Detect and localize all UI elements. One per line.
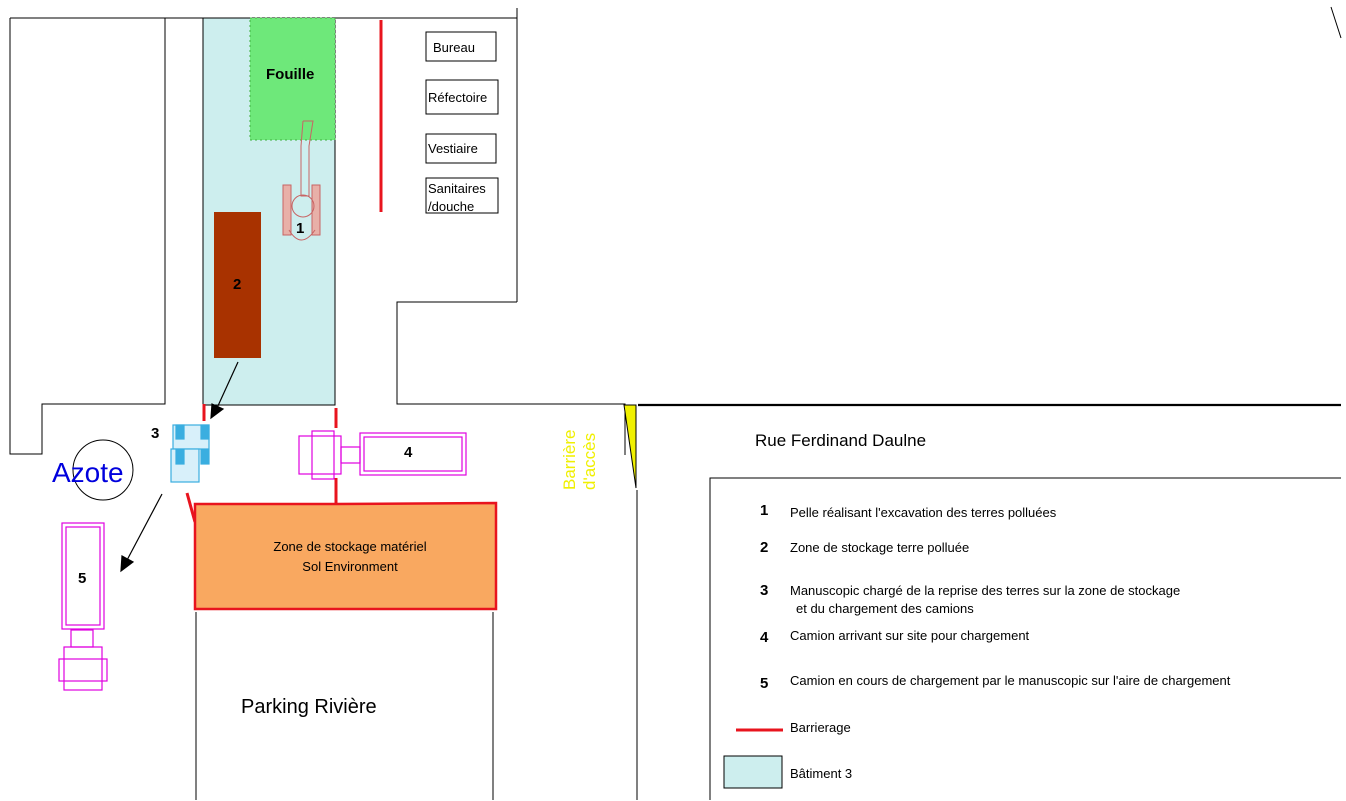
storage-zone-label-1: Zone de stockage matériel (273, 539, 426, 554)
barrier-lines (185, 20, 383, 523)
legend-text-5: Camion en cours de chargement par le man… (790, 673, 1231, 688)
storage-zone (193, 501, 498, 611)
fouille-label: Fouille (266, 66, 314, 83)
legend-text-1: Pelle réalisant l'excavation des terres … (790, 505, 1057, 520)
room-refectoire (425, 79, 499, 115)
marker-1: 1 (296, 220, 304, 237)
parking-label: Parking Rivière (241, 696, 377, 718)
legend-num-3: 3 (760, 582, 768, 599)
manuscopic-icon (170, 424, 210, 483)
marker-3: 3 (151, 425, 159, 442)
room-refectoire-label: Réfectoire (428, 90, 487, 105)
legend-barrierage-label: Barrierage (790, 720, 851, 735)
azote-tank-icon (72, 439, 134, 501)
parking-block-outline (396, 301, 626, 455)
legend-frame (709, 477, 1341, 800)
legend-num-1: 1 (760, 502, 768, 519)
legend: 1 Pelle réalisant l'excavation des terre… (709, 477, 1341, 800)
room-sanitaires-label-1: Sanitaires (428, 181, 486, 196)
corner-tick (1330, 6, 1342, 39)
soil-stock-zone (214, 212, 261, 358)
movement-arrows (120, 361, 239, 573)
room-sanitaires-label-2: /douche (428, 199, 474, 214)
legend-text-2: Zone de stockage terre polluée (790, 540, 969, 555)
storage-zone-label-2: Sol Environment (302, 559, 398, 574)
marker-5: 5 (78, 570, 86, 587)
legend-num-2: 2 (760, 539, 768, 556)
excavator-icon (282, 120, 321, 241)
room-bureau-label: Bureau (433, 40, 475, 55)
legend-num-5: 5 (760, 675, 768, 692)
room-vestiaire-label: Vestiaire (428, 141, 478, 156)
barrier-label-2: d'accès (580, 433, 599, 490)
legend-text-3a: Manuscopic chargé de la reprise des terr… (790, 583, 1180, 598)
azote-label: Azote (52, 457, 124, 488)
marker-2: 2 (233, 276, 241, 293)
rooms: Bureau Réfectoire Vestiaire Sanitaires /… (425, 31, 499, 214)
legend-text-4: Camion arrivant sur site pour chargement (790, 628, 1030, 643)
fouille-zone (249, 17, 336, 141)
truck-4-icon (298, 430, 467, 480)
left-building-outline (9, 17, 166, 455)
legend-num-4: 4 (760, 629, 769, 646)
room-bureau (425, 31, 497, 62)
room-vestiaire (425, 133, 497, 164)
legend-text-3b: et du chargement des camions (796, 601, 974, 616)
access-barrier-icon (623, 404, 637, 489)
room-sanitaires (425, 177, 499, 214)
legend-batiment-label: Bâtiment 3 (790, 766, 852, 781)
barrier-label-1: Barrière (560, 430, 579, 490)
truck-5-icon (58, 522, 108, 691)
marker-4: 4 (404, 444, 413, 461)
legend-batiment-swatch (723, 755, 783, 789)
street-label: Rue Ferdinand Daulne (755, 431, 926, 450)
